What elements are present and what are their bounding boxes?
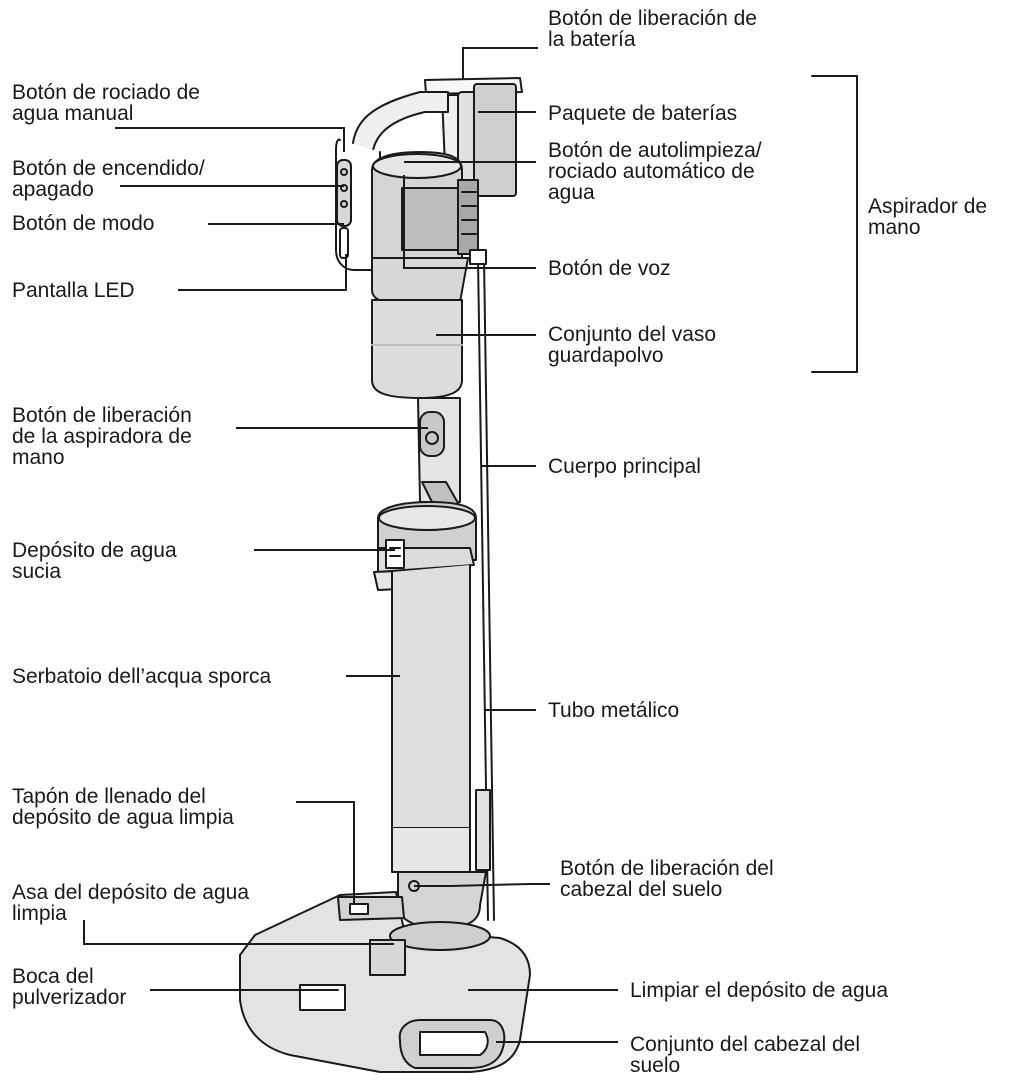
label-handheld-vacuum: Aspirador de mano: [868, 195, 988, 239]
leader-fill-cap: [296, 801, 355, 904]
floor-head-drawing: [239, 891, 531, 1073]
label-dirty-tank-it: Serbatoio dell’acqua sporca: [12, 665, 272, 688]
label-battery-pack: Paquete de baterías: [548, 102, 738, 125]
tube-sleeve-drawing: [475, 789, 491, 871]
label-floor-head-release: Botón de liberación del cabezal del suel…: [560, 857, 774, 901]
label-metal-tube: Tubo metálico: [548, 699, 680, 722]
motor-drawing: [371, 151, 479, 303]
label-handheld-release: Botón de liberación de la aspiradora de …: [12, 404, 192, 469]
dirty-tank-drawing: [373, 501, 477, 873]
label-manual-spray: Botón de rociado de agua manual: [12, 81, 200, 125]
label-spray-nozzle: Boca del pulverizador: [12, 965, 127, 1009]
label-voice-button: Botón de voz: [548, 257, 671, 280]
dust-cup-drawing: [371, 299, 463, 399]
label-clean-water-tank: Limpiar el depósito de agua: [630, 979, 889, 1002]
label-battery-release: Botón de liberación de la batería: [548, 7, 757, 51]
label-power: Botón de encendido/ apagado: [12, 157, 205, 201]
handle-drawing: [335, 91, 449, 271]
leader-led: [178, 254, 347, 291]
neck-drawing: [397, 871, 487, 929]
leader-battery-release: [462, 47, 538, 80]
main-tube-drawing: [461, 249, 495, 921]
label-self-clean: Botón de autolimpieza/ rociado automátic…: [548, 139, 762, 204]
leader-floor-release: [414, 883, 550, 887]
joint-drawing: [417, 397, 463, 519]
label-main-body: Cuerpo principal: [548, 455, 701, 478]
label-mode: Botón de modo: [12, 212, 155, 235]
label-floor-head-assembly: Conjunto del cabezal del suelo: [630, 1033, 860, 1077]
label-dust-cup: Conjunto del vaso guardapolvo: [548, 323, 717, 367]
leader-manual-spray: [115, 127, 345, 152]
handheld-bracket: [811, 75, 858, 373]
label-clean-tank-handle: Asa del depósito de agua limpia: [12, 881, 250, 925]
label-led-display: Pantalla LED: [12, 279, 135, 302]
leader-clean-tank-handle: [83, 920, 394, 945]
label-fill-cap: Tapón de llenado del depósito de agua li…: [12, 785, 234, 829]
leader-voice: [403, 175, 536, 269]
label-dirty-tank: Depósito de agua sucia: [12, 539, 177, 583]
